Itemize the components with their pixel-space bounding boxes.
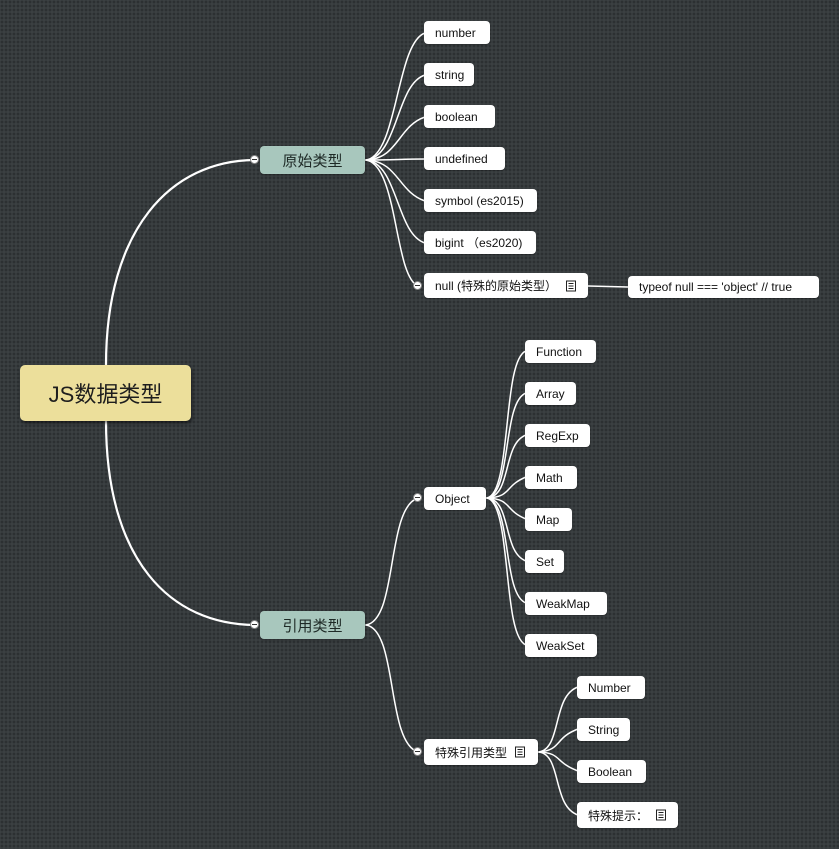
leaf-boolean-object-label: Boolean xyxy=(588,764,633,779)
connector-primitive-undefined xyxy=(365,158,426,161)
collapse-null-button[interactable] xyxy=(413,281,422,290)
leaf-special-tip[interactable]: 特殊提示： xyxy=(577,802,678,828)
leaf-set[interactable]: Set xyxy=(525,550,564,573)
leaf-math[interactable]: Math xyxy=(525,466,577,489)
null-note[interactable]: typeof null === 'object' // true xyxy=(628,276,819,298)
leaf-array-label: Array xyxy=(536,386,565,401)
collapse-object-button[interactable] xyxy=(413,493,422,502)
leaf-undefined-label: undefined xyxy=(435,151,488,166)
leaf-map[interactable]: Map xyxy=(525,508,572,531)
connector-object-math xyxy=(486,476,527,499)
connector-primitive-symbol xyxy=(365,159,426,202)
leaf-weakset-label: WeakSet xyxy=(536,638,585,653)
leaf-null[interactable]: null (特殊的原始类型） xyxy=(424,273,588,298)
connector-object-weakmap xyxy=(486,497,527,604)
leaf-weakmap-label: WeakMap xyxy=(536,596,590,611)
leaf-weakmap[interactable]: WeakMap xyxy=(525,592,607,615)
leaf-number[interactable]: number xyxy=(424,21,490,44)
connector-reference-special xyxy=(365,624,419,753)
connector-root-reference xyxy=(104,419,258,627)
leaf-math-label: Math xyxy=(536,470,563,485)
connector-primitive-string xyxy=(365,74,426,161)
connector-reference-object xyxy=(365,497,419,626)
node-object[interactable]: Object xyxy=(424,487,486,510)
node-special[interactable]: 特殊引用类型 xyxy=(424,739,538,765)
leaf-symbol-label: symbol (es2015) xyxy=(435,193,524,208)
leaf-regexp[interactable]: RegExp xyxy=(525,424,590,447)
connector-primitive-bigint xyxy=(365,159,426,244)
null-note-text: typeof null === 'object' // true xyxy=(639,280,793,294)
connector-special-string xyxy=(538,728,579,753)
connector-special-tip xyxy=(538,751,579,816)
collapse-primitive-button[interactable] xyxy=(250,155,259,164)
leaf-bigint-label: bigint （es2020) xyxy=(435,236,523,250)
note-icon[interactable] xyxy=(566,280,576,291)
branch-primitive-label: 原始类型 xyxy=(282,152,343,170)
leaf-special-tip-label: 特殊提示： xyxy=(588,808,649,823)
leaf-symbol[interactable]: symbol (es2015) xyxy=(424,189,537,212)
connector-primitive-number xyxy=(365,32,426,161)
leaf-array[interactable]: Array xyxy=(525,382,576,405)
root-node[interactable]: JS数据类型 xyxy=(20,365,191,421)
leaf-boolean-object[interactable]: Boolean xyxy=(577,760,646,783)
connector-null-note xyxy=(587,285,629,288)
branch-primitive[interactable]: 原始类型 xyxy=(260,146,365,174)
collapse-special-button[interactable] xyxy=(413,747,422,756)
collapse-reference-button[interactable] xyxy=(250,620,259,629)
connector-primitive-boolean xyxy=(365,116,426,161)
connector-primitive-null xyxy=(365,159,419,287)
leaf-weakset[interactable]: WeakSet xyxy=(525,634,597,657)
connector-special-number xyxy=(538,686,579,753)
leaf-number-label: number xyxy=(435,25,476,40)
note-icon[interactable] xyxy=(656,809,666,821)
leaf-string[interactable]: string xyxy=(424,63,474,86)
leaf-null-label: null (特殊的原始类型） xyxy=(435,279,558,293)
leaf-string-object[interactable]: String xyxy=(577,718,630,741)
leaf-string-label: string xyxy=(435,67,465,82)
leaf-function-label: Function xyxy=(536,344,583,359)
node-special-label: 特殊引用类型 xyxy=(435,745,508,760)
leaf-bigint[interactable]: bigint （es2020) xyxy=(424,231,536,254)
leaf-set-label: Set xyxy=(536,554,555,569)
connector-object-map xyxy=(486,497,527,520)
leaf-regexp-label: RegExp xyxy=(536,428,579,443)
branch-reference-label: 引用类型 xyxy=(282,617,343,635)
connector-root-primitive xyxy=(104,158,258,367)
connector-object-array xyxy=(486,392,527,499)
connector-object-weakset xyxy=(486,497,527,646)
node-object-label: Object xyxy=(435,491,470,506)
connector-object-set xyxy=(486,497,527,562)
leaf-string-object-label: String xyxy=(588,722,620,737)
note-icon[interactable] xyxy=(515,746,525,758)
leaf-number-object-label: Number xyxy=(588,680,631,695)
root-label: JS数据类型 xyxy=(48,382,163,407)
connector-object-function xyxy=(486,350,527,499)
branch-reference[interactable]: 引用类型 xyxy=(260,611,365,639)
leaf-boolean[interactable]: boolean xyxy=(424,105,495,128)
leaf-map-label: Map xyxy=(536,512,560,527)
connector-special-boolean xyxy=(538,751,579,772)
leaf-undefined[interactable]: undefined xyxy=(424,147,505,170)
leaf-number-object[interactable]: Number xyxy=(577,676,645,699)
leaf-function[interactable]: Function xyxy=(525,340,596,363)
connector-object-regexp xyxy=(486,434,527,499)
leaf-boolean-label: boolean xyxy=(435,109,478,124)
